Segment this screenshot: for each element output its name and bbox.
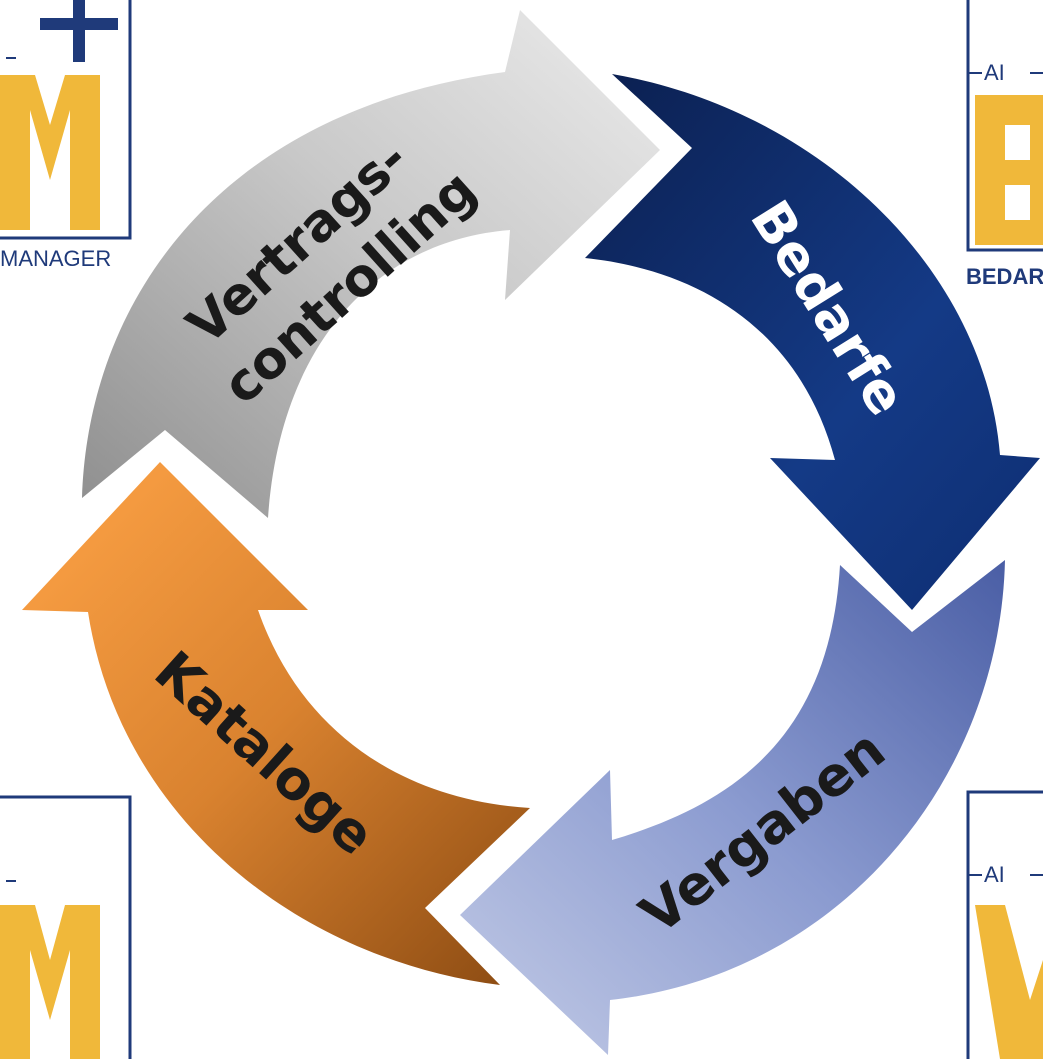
logo-bottom-right: AI (966, 790, 1043, 1059)
logo-top-right: AI BEDAR (966, 0, 1043, 289)
segment-vergaben (460, 560, 1005, 1055)
logo-top-right-ai: AI (984, 60, 1005, 85)
logo-top-left: MANAGER (0, 0, 132, 271)
logo-bottom-left (0, 795, 132, 1059)
logo-top-right-text: BEDAR (966, 264, 1043, 289)
segment-kataloge (22, 462, 530, 985)
logo-bottom-right-ai: AI (984, 862, 1005, 887)
segment-bedarfe (585, 74, 1040, 610)
logo-top-left-text: MANAGER (0, 246, 111, 271)
segment-vertragscontrolling (82, 10, 660, 518)
